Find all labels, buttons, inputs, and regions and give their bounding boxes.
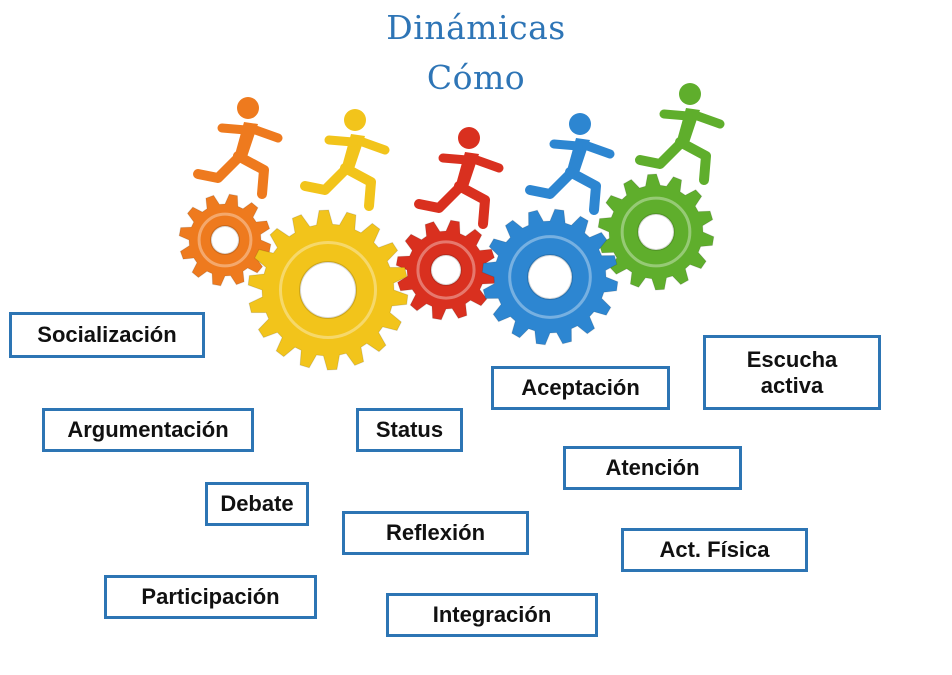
- gear-orange-hole: [210, 225, 240, 255]
- concept-reflexion: Reflexión: [342, 511, 529, 555]
- runner-red-leg-front: [454, 181, 490, 229]
- runner-red-arm-back: [438, 153, 472, 165]
- runner-blue-arm-front: [577, 139, 615, 159]
- runner-orange-arm-back: [217, 123, 251, 135]
- concept-participacion: Participación: [104, 575, 317, 619]
- gear-yellow-hole: [299, 261, 357, 319]
- gear-red-hole: [430, 254, 462, 286]
- concept-aceptacion: Aceptación: [491, 366, 670, 410]
- runner-red-head: [458, 127, 480, 149]
- runner-yellow-head: [344, 109, 366, 131]
- runner-yellow-arm-back: [324, 135, 358, 147]
- concept-atencion: Atención: [563, 446, 742, 490]
- gear-yellow-ring: [278, 240, 378, 340]
- runner-green-arm-back: [659, 109, 693, 121]
- runner-blue-leg-back: [525, 169, 575, 199]
- gear-orange-ring: [197, 212, 253, 268]
- concept-escucha-activa: Escucha activa: [703, 335, 881, 410]
- concept-status: Status: [356, 408, 463, 452]
- runner-blue-leg-front: [565, 167, 601, 215]
- runner-green-arm-front: [687, 109, 725, 129]
- gear-green-hole: [637, 213, 675, 251]
- runner-green-head: [679, 83, 701, 105]
- concept-socializacion: Socialización: [9, 312, 205, 358]
- runner-green-leg-back: [635, 139, 685, 169]
- runner-yellow-arm-front: [352, 135, 390, 155]
- runner-red-leg-back: [414, 183, 464, 213]
- runner-blue-arm-back: [549, 139, 583, 151]
- title-como: Cómo: [426, 58, 526, 97]
- runner-yellow-leg-back: [300, 165, 350, 195]
- concept-integracion: Integración: [386, 593, 598, 637]
- runner-yellow-leg-front: [340, 163, 376, 211]
- concept-argumentacion: Argumentación: [42, 408, 254, 452]
- title-dinamicas: Dinámicas: [386, 8, 566, 47]
- gear-blue-ring: [508, 235, 592, 319]
- gear-green-ring: [620, 196, 692, 268]
- runner-orange-arm-front: [245, 123, 283, 143]
- runner-orange-leg-front: [233, 151, 269, 199]
- runner-blue-head: [569, 113, 591, 135]
- runner-orange-head: [237, 97, 259, 119]
- runner-orange-leg-back: [193, 153, 243, 183]
- concept-act-fisica: Act. Física: [621, 528, 808, 572]
- runner-green-leg-front: [675, 137, 711, 185]
- concept-debate: Debate: [205, 482, 309, 526]
- runner-red-arm-front: [466, 153, 504, 173]
- gear-red-ring: [416, 240, 476, 300]
- gear-blue-hole: [527, 254, 573, 300]
